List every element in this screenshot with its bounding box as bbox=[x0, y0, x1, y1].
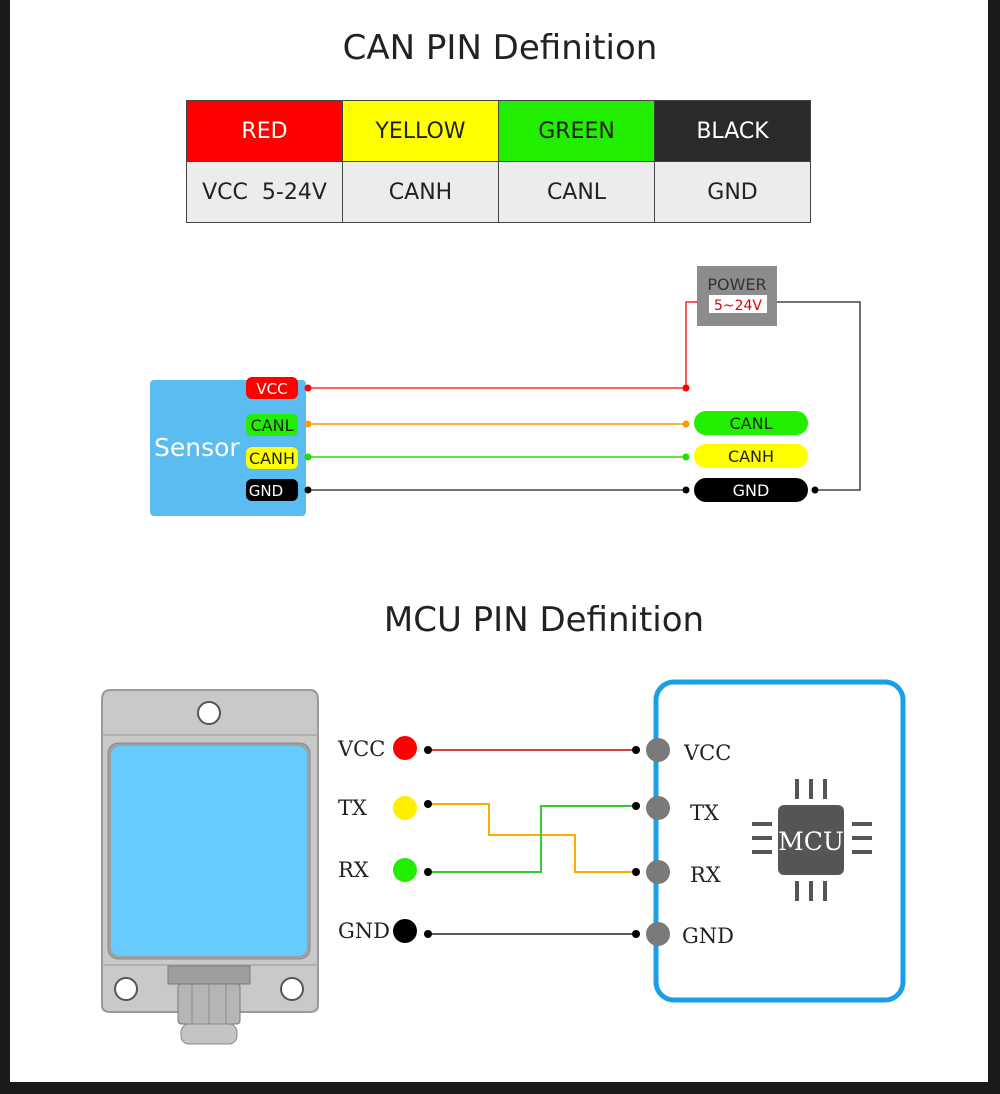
bus-pin-canl: CANL bbox=[730, 414, 773, 433]
sensor-pin-canl-bg bbox=[246, 414, 298, 436]
function-cell-vcc: VCC 5-24V bbox=[186, 161, 343, 223]
can-pin-title: CAN PIN Definition bbox=[342, 28, 658, 68]
function-cell-gnd: GND bbox=[654, 161, 811, 223]
dot-canh-end bbox=[682, 453, 690, 461]
dot-gnd-power bbox=[811, 486, 819, 494]
mcu-chip-icon: MCU bbox=[752, 779, 872, 901]
mount-hole-right bbox=[280, 977, 304, 1001]
end-dot-right-vcc bbox=[632, 746, 640, 754]
mount-hole-top bbox=[197, 701, 221, 725]
sensor-pin-canh-bg bbox=[246, 447, 298, 469]
mcu-pin-tx: TX bbox=[690, 801, 719, 825]
bus-pin-gnd: GND bbox=[733, 481, 770, 500]
sensor-module-device bbox=[101, 689, 319, 1045]
mcu-wiring-diagram: VCC TX RX GND VCC TX RX GND bbox=[101, 679, 906, 1045]
power-voltage: 5~24V bbox=[714, 298, 762, 314]
mcu-wire-tx-rx bbox=[428, 803, 636, 873]
mcu-pin-dot-gnd bbox=[646, 922, 670, 946]
dot-vcc-end bbox=[682, 384, 690, 392]
dot-gnd-end bbox=[682, 486, 690, 494]
bus-pin-gnd-bg bbox=[694, 478, 808, 502]
sensor-pin-gnd-bg bbox=[246, 479, 298, 501]
dot-sensor-canh bbox=[304, 453, 312, 461]
module-screen bbox=[111, 746, 307, 956]
sensor-pin-vcc: VCC bbox=[256, 380, 287, 398]
pin-dot-tx bbox=[393, 796, 417, 820]
module-pin-rx: RX bbox=[338, 858, 369, 882]
can-wiring-diagram: Sensor VCC CANL CANH GND POWER 5~24V bbox=[150, 266, 861, 516]
module-pin-tx: TX bbox=[338, 796, 367, 820]
bus-pin-canh: CANH bbox=[728, 447, 774, 466]
wire-vcc bbox=[308, 301, 697, 389]
mcu-pin-title: MCU PIN Definition bbox=[383, 600, 705, 640]
module-pin-gnd: GND bbox=[338, 919, 390, 943]
end-dot-left-rx bbox=[424, 868, 432, 876]
can-pin-table: RED YELLOW GREEN BLACK VCC 5-24V CANH CA… bbox=[186, 100, 811, 223]
bus-pin-canl-bg bbox=[694, 411, 808, 435]
end-dot-left-vcc bbox=[424, 746, 432, 754]
dot-sensor-vcc bbox=[304, 384, 312, 392]
mcu-pin-rx: RX bbox=[690, 863, 721, 887]
mcu-wire-rx-tx bbox=[428, 805, 636, 873]
module-pin-vcc: VCC bbox=[337, 737, 385, 761]
power-voltage-bg bbox=[709, 295, 767, 313]
sensor-pin-vcc-bg bbox=[246, 377, 298, 399]
mount-hole-left bbox=[114, 977, 138, 1001]
pin-dot-rx bbox=[393, 858, 417, 882]
mcu-pin-dot-vcc bbox=[646, 738, 670, 762]
sensor-pin-canl: CANL bbox=[251, 416, 294, 435]
pin-dot-gnd bbox=[393, 919, 417, 943]
dot-sensor-gnd bbox=[304, 486, 312, 494]
sensor-pin-canh: CANH bbox=[249, 449, 295, 468]
bus-pin-canh-bg bbox=[694, 444, 808, 468]
end-dot-right-gnd bbox=[632, 930, 640, 938]
dot-canl-end bbox=[682, 420, 690, 428]
end-dot-left-tx bbox=[424, 800, 432, 808]
power-label: POWER bbox=[707, 275, 766, 294]
end-dot-right-tx bbox=[632, 802, 640, 810]
mcu-pin-dot-rx bbox=[646, 860, 670, 884]
dot-sensor-canl bbox=[304, 420, 312, 428]
sensor-pin-gnd: GND bbox=[249, 482, 283, 500]
wire-power-gnd bbox=[777, 301, 861, 491]
sensor-label: Sensor bbox=[154, 433, 240, 462]
color-cell-red: RED bbox=[186, 100, 343, 162]
pin-dot-vcc bbox=[393, 736, 417, 760]
end-dot-left-gnd bbox=[424, 930, 432, 938]
function-cell-canh: CANH bbox=[342, 161, 499, 223]
mcu-pin-gnd: GND bbox=[682, 924, 734, 948]
end-dot-right-rx bbox=[632, 868, 640, 876]
mcu-pin-dot-tx bbox=[646, 796, 670, 820]
mcu-pin-vcc: VCC bbox=[683, 741, 731, 765]
cable-gland bbox=[180, 1023, 238, 1045]
color-cell-yellow: YELLOW bbox=[342, 100, 499, 162]
mcu-chip-label: MCU bbox=[778, 827, 844, 856]
